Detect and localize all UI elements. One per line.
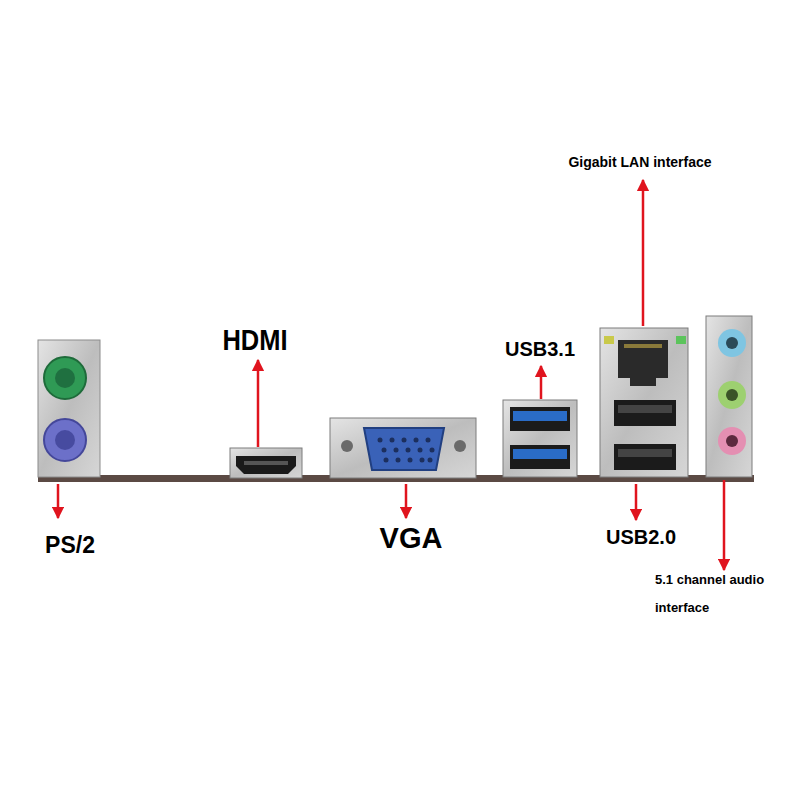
leader-arrows (58, 180, 724, 570)
lan-usb2-stack (600, 328, 688, 477)
port-label: PS/2 (30, 530, 110, 560)
port-label: USB3.1 (480, 336, 600, 362)
port-label: HDMI (213, 322, 298, 358)
port-label: Gigabit LAN interface (540, 152, 740, 172)
hdmi-port (230, 448, 302, 478)
port-label: VGA (356, 520, 466, 556)
port-label: 5.1 channel audio interface (655, 566, 795, 622)
usb3-ports (503, 400, 577, 477)
port-label: USB2.0 (586, 524, 696, 550)
ps2-port (38, 340, 100, 477)
audio-jacks (706, 316, 752, 477)
vga-port (330, 418, 476, 478)
